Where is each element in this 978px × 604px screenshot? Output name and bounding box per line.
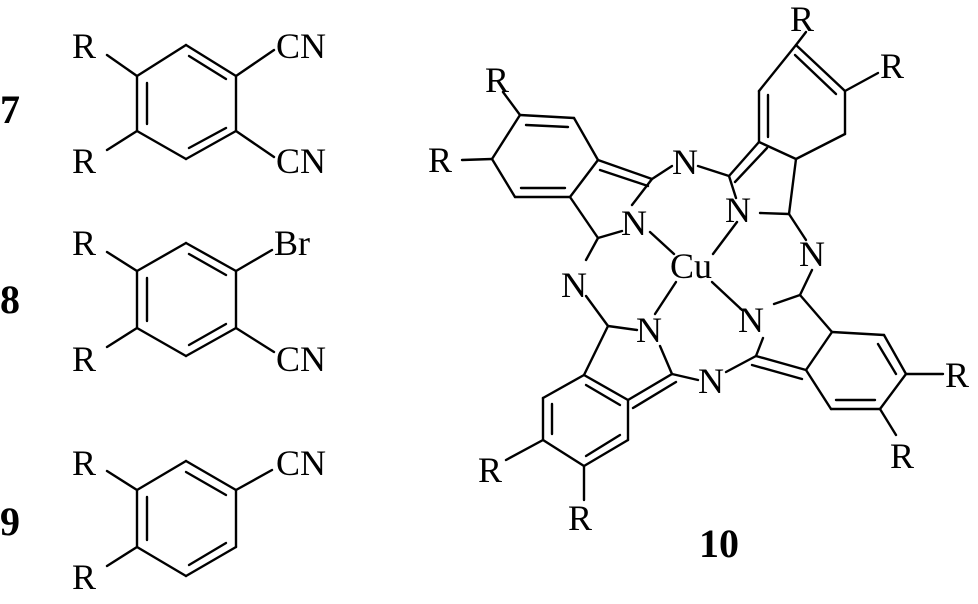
meso-bridges: N N N N bbox=[561, 142, 825, 401]
r-lower-right-1: R bbox=[945, 355, 969, 395]
compound-9-r-bottom: R bbox=[72, 557, 96, 597]
compound-8: 8 R R Br CN bbox=[0, 223, 326, 379]
r-lower-left-1: R bbox=[478, 450, 502, 490]
compound-8-ring bbox=[135, 241, 238, 358]
isoindole-lower-left: R R N bbox=[478, 310, 678, 538]
isoindole-upper-right: R R N bbox=[725, 0, 904, 230]
r-upper-left-2: R bbox=[428, 140, 452, 180]
compound-7-number: 7 bbox=[0, 87, 20, 132]
compound-9-number: 9 bbox=[0, 499, 20, 544]
compound-7-cn-top: CN bbox=[276, 26, 326, 66]
compound-10-number: 10 bbox=[699, 521, 739, 566]
compound-8-br: Br bbox=[274, 223, 310, 263]
n-upper-left: N bbox=[621, 203, 647, 243]
copper-center: Cu bbox=[648, 220, 744, 316]
compound-8-r-top: R bbox=[72, 223, 96, 263]
compound-9-cn: CN bbox=[276, 443, 326, 483]
r-upper-right-2: R bbox=[880, 46, 904, 86]
n-meso-right: N bbox=[799, 234, 825, 274]
copper-atom: Cu bbox=[670, 246, 712, 286]
compound-9-ring bbox=[135, 459, 238, 578]
compound-8-number: 8 bbox=[0, 277, 20, 322]
r-upper-left-1: R bbox=[485, 60, 509, 100]
compound-7: 7 R R CN CN bbox=[0, 26, 326, 181]
n-lower-right: N bbox=[738, 300, 764, 340]
compound-8-cn: CN bbox=[276, 339, 326, 379]
compound-9: 9 R R CN bbox=[0, 443, 326, 597]
compound-10: 10 R R N bbox=[428, 0, 969, 566]
n-meso-left: N bbox=[561, 265, 587, 305]
compound-7-r-bottom: R bbox=[72, 141, 96, 181]
isoindole-upper-left: R R N bbox=[428, 60, 654, 243]
compound-9-r-top: R bbox=[72, 443, 96, 483]
compound-8-r-bottom: R bbox=[72, 339, 96, 379]
n-upper-right: N bbox=[725, 190, 751, 230]
compound-7-r-top: R bbox=[72, 26, 96, 66]
isoindole-lower-right: R R N bbox=[738, 293, 969, 476]
r-lower-left-2: R bbox=[568, 498, 592, 538]
compound-7-ring bbox=[135, 43, 238, 161]
n-meso-bottom: N bbox=[698, 361, 724, 401]
r-lower-right-2: R bbox=[890, 436, 914, 476]
n-meso-top: N bbox=[672, 142, 698, 182]
r-upper-right-1: R bbox=[790, 0, 814, 39]
compound-7-cn-bottom: CN bbox=[276, 141, 326, 181]
n-lower-left: N bbox=[636, 310, 662, 350]
